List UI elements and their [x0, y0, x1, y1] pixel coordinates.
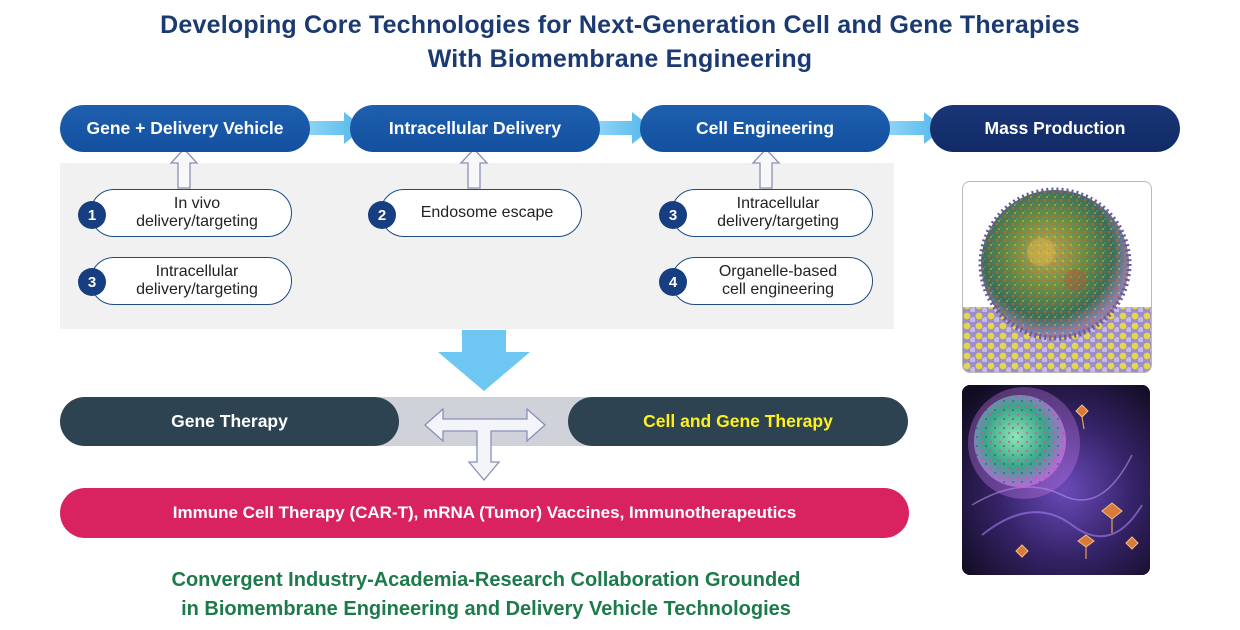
- tech-item-line: Endosome escape: [420, 204, 554, 221]
- pipeline-arrow-3: [888, 112, 944, 144]
- tech-item-in-vivo-delivery: In vivo delivery/targeting: [90, 189, 292, 237]
- down-arrow: [438, 330, 530, 391]
- pipeline-step-label: Cell Engineering: [695, 118, 835, 138]
- tech-item-endosome-escape: Endosome escape: [380, 189, 582, 237]
- tech-item-line: delivery/targeting: [717, 213, 839, 230]
- tech-number-badge: 3: [659, 201, 687, 229]
- lipid-nanoparticle-icon: [963, 187, 1151, 372]
- tech-item-organelle-engineering: Organelle-based cell engineering: [671, 257, 873, 305]
- pipeline-step-gene-delivery: Gene + Delivery Vehicle: [60, 105, 310, 152]
- tech-number-badge: 1: [78, 201, 106, 229]
- up-arrow-3: [751, 148, 781, 189]
- tech-item-intracellular-delivery-1: Intracellular delivery/targeting: [90, 257, 292, 305]
- pipeline-step-cell-engineering: Cell Engineering: [640, 105, 890, 152]
- footer-statement: Convergent Industry-Academia-Research Co…: [60, 566, 912, 624]
- applications-label: Immune Cell Therapy (CAR-T), mRNA (Tumor…: [172, 503, 797, 522]
- gene-therapy-bar: Gene Therapy: [60, 397, 399, 446]
- bidirectional-arrow: [424, 407, 546, 482]
- tech-item-line: Intracellular: [736, 195, 820, 212]
- pipeline-arrow-1: [308, 112, 364, 144]
- tech-number-badge: 2: [368, 201, 396, 229]
- pipeline-step-label: Intracellular Delivery: [388, 118, 562, 138]
- cell-gene-therapy-label: Cell and Gene Therapy: [643, 411, 833, 431]
- tech-item-line: In vivo: [173, 195, 221, 212]
- cell-virus-illustration: [962, 385, 1150, 575]
- title-line-2: With Biomembrane Engineering: [427, 45, 813, 73]
- up-arrow-1: [169, 148, 199, 189]
- pipeline-step-label: Gene + Delivery Vehicle: [86, 118, 284, 138]
- cell-gene-therapy-bar: Cell and Gene Therapy: [568, 397, 908, 446]
- page-title: Developing Core Technologies for Next-Ge…: [0, 8, 1240, 76]
- pipeline-arrow-2: [598, 112, 652, 144]
- gene-therapy-label: Gene Therapy: [171, 411, 288, 431]
- tech-item-intracellular-delivery-2: Intracellular delivery/targeting: [671, 189, 873, 237]
- applications-bar: Immune Cell Therapy (CAR-T), mRNA (Tumor…: [60, 488, 909, 538]
- tech-item-line: cell engineering: [721, 281, 835, 298]
- lipid-nanoparticle-illustration: [962, 181, 1152, 373]
- pipeline-step-label: Mass Production: [984, 118, 1126, 138]
- tech-number-badge: 3: [78, 268, 106, 296]
- footer-line-2: in Biomembrane Engineering and Delivery …: [181, 598, 791, 620]
- footer-line-1: Convergent Industry-Academia-Research Co…: [171, 569, 801, 591]
- pipeline-step-mass-production: Mass Production: [930, 105, 1180, 152]
- tech-item-line: Organelle-based: [718, 263, 838, 280]
- title-line-1: Developing Core Technologies for Next-Ge…: [160, 11, 1080, 39]
- tech-item-line: delivery/targeting: [136, 281, 258, 298]
- tech-item-line: delivery/targeting: [136, 213, 258, 230]
- pipeline-step-intracellular-delivery: Intracellular Delivery: [350, 105, 600, 152]
- up-arrow-2: [459, 148, 489, 189]
- tech-number-badge: 4: [659, 268, 687, 296]
- cell-virus-icon: [962, 385, 1150, 575]
- tech-item-line: Intracellular: [155, 263, 239, 280]
